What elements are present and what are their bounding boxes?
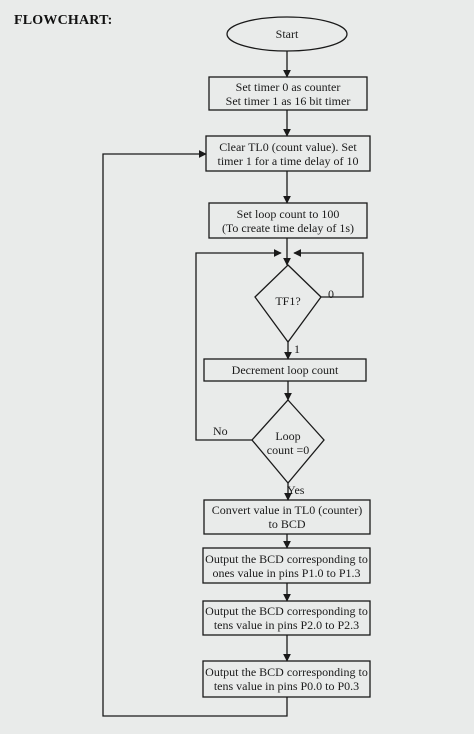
tens-p0-output-text-line1: Output the BCD corresponding to: [205, 665, 368, 679]
tf1-one-label: 1: [294, 342, 300, 356]
edge-loop-no-back: [195, 249, 282, 441]
convert-text-line1: Convert value in TL0 (counter): [211, 503, 363, 517]
loop-no-label: No: [213, 424, 228, 438]
edge-tf1-zero-loop: [293, 249, 364, 298]
loop-decision-text-line2: count =0: [266, 443, 310, 457]
tf1-zero-label: 0: [328, 287, 334, 301]
loop-count-text-line2: (To create time delay of 1s): [221, 221, 355, 235]
tens-p0-output-text-line2: tens value in pins P0.0 to P0.3: [213, 679, 360, 693]
tens-p2-output-text-line2: tens value in pins P2.0 to P2.3: [213, 618, 360, 632]
tf1-text: TF1?: [275, 294, 301, 308]
clear-tl0-text-line1: Clear TL0 (count value). Set: [219, 140, 357, 154]
loop-decision-text-line1: Loop: [275, 429, 301, 443]
page-heading: FLOWCHART:: [14, 13, 113, 28]
decrement-text: Decrement loop count: [231, 363, 339, 377]
ones-output-text-line2: ones value in pins P1.0 to P1.3: [212, 566, 361, 580]
set-timer-text-line2: Set timer 1 as 16 bit timer: [225, 94, 351, 108]
clear-tl0-text-line2: timer 1 for a time delay of 10: [217, 154, 359, 168]
tens-p2-output-text-line1: Output the BCD corresponding to: [205, 604, 368, 618]
start-label: Start: [275, 27, 299, 41]
ones-output-text-line1: Output the BCD corresponding to: [205, 552, 368, 566]
convert-text-line2: to BCD: [268, 517, 306, 531]
loop-count-text-line1: Set loop count to 100: [236, 207, 340, 221]
edge-main-loop-back: [102, 150, 288, 717]
loop-yes-label: Yes: [287, 483, 305, 497]
set-timer-text-line1: Set timer 0 as counter: [235, 80, 341, 94]
